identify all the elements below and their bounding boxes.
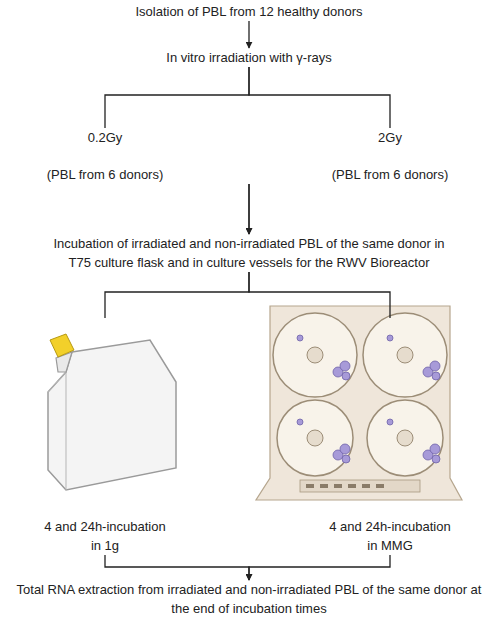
panel-button: [376, 484, 384, 488]
cell-clusters: [297, 335, 440, 463]
panel-button: [348, 484, 356, 488]
culture-vessel: [367, 400, 443, 476]
control-panel: [300, 480, 420, 492]
step-text: In vitro irradiation with γ-rays: [20, 48, 478, 67]
step-node: 2Gy (PBL from 6 donors): [249, 128, 498, 184]
step-node: Incubation of irradiated and non-irradia…: [44, 234, 454, 272]
flow-connector: [248, 184, 249, 234]
panel-button: [320, 484, 328, 488]
step-node: Total RNA extraction from irradiated and…: [14, 580, 484, 618]
step-node: 4 and 24h-incubation in MMG: [326, 318, 454, 555]
culture-vessel: [277, 400, 353, 476]
flow-connector: [105, 272, 249, 318]
step-node: Isolation of PBL from 12 healthy donors: [20, 2, 478, 21]
step-text: (PBL from 6 donors): [282, 165, 498, 184]
step-text: Total RNA extraction from irradiated and…: [14, 580, 484, 618]
step-text: Incubation of irradiated and non-irradia…: [44, 234, 454, 272]
culture-vessel: [273, 313, 357, 397]
bioreactor-stand: [256, 306, 462, 500]
step-text: 0.2Gy: [0, 128, 210, 147]
vessel-hub: [397, 347, 413, 363]
flow-connector: [249, 555, 390, 580]
panel-button: [306, 484, 314, 488]
flow-connector: [249, 67, 390, 128]
vessel-hub: [307, 347, 323, 363]
step-node: In vitro irradiation with γ-rays: [20, 48, 478, 67]
panel-button: [334, 484, 342, 488]
culture-vessel: [363, 313, 447, 397]
step-node: 4 and 24h-incubation in 1g: [41, 318, 169, 555]
flask-cap: [50, 334, 74, 357]
flow-connector: [248, 21, 249, 48]
step-text: Isolation of PBL from 12 healthy donors: [20, 2, 478, 21]
vessel-hub: [307, 430, 323, 446]
flow-connector: [249, 272, 390, 318]
flask-body: [48, 340, 176, 490]
flow-connector: [248, 184, 249, 234]
bioreactor-illustration: [256, 306, 462, 500]
step-text: 4 and 24h-incubation in 1g: [41, 517, 169, 555]
step-text: (PBL from 6 donors): [0, 165, 210, 184]
step-text: 4 and 24h-incubation in MMG: [326, 517, 454, 555]
flask-illustration: [48, 334, 176, 490]
step-text: 2Gy: [282, 128, 498, 147]
flow-connector: [105, 555, 249, 580]
panel-button: [362, 484, 370, 488]
vessel-hub: [397, 430, 413, 446]
flask-edge: [48, 372, 66, 490]
flow-connector: [105, 67, 249, 128]
step-node: 0.2Gy (PBL from 6 donors): [0, 128, 249, 184]
